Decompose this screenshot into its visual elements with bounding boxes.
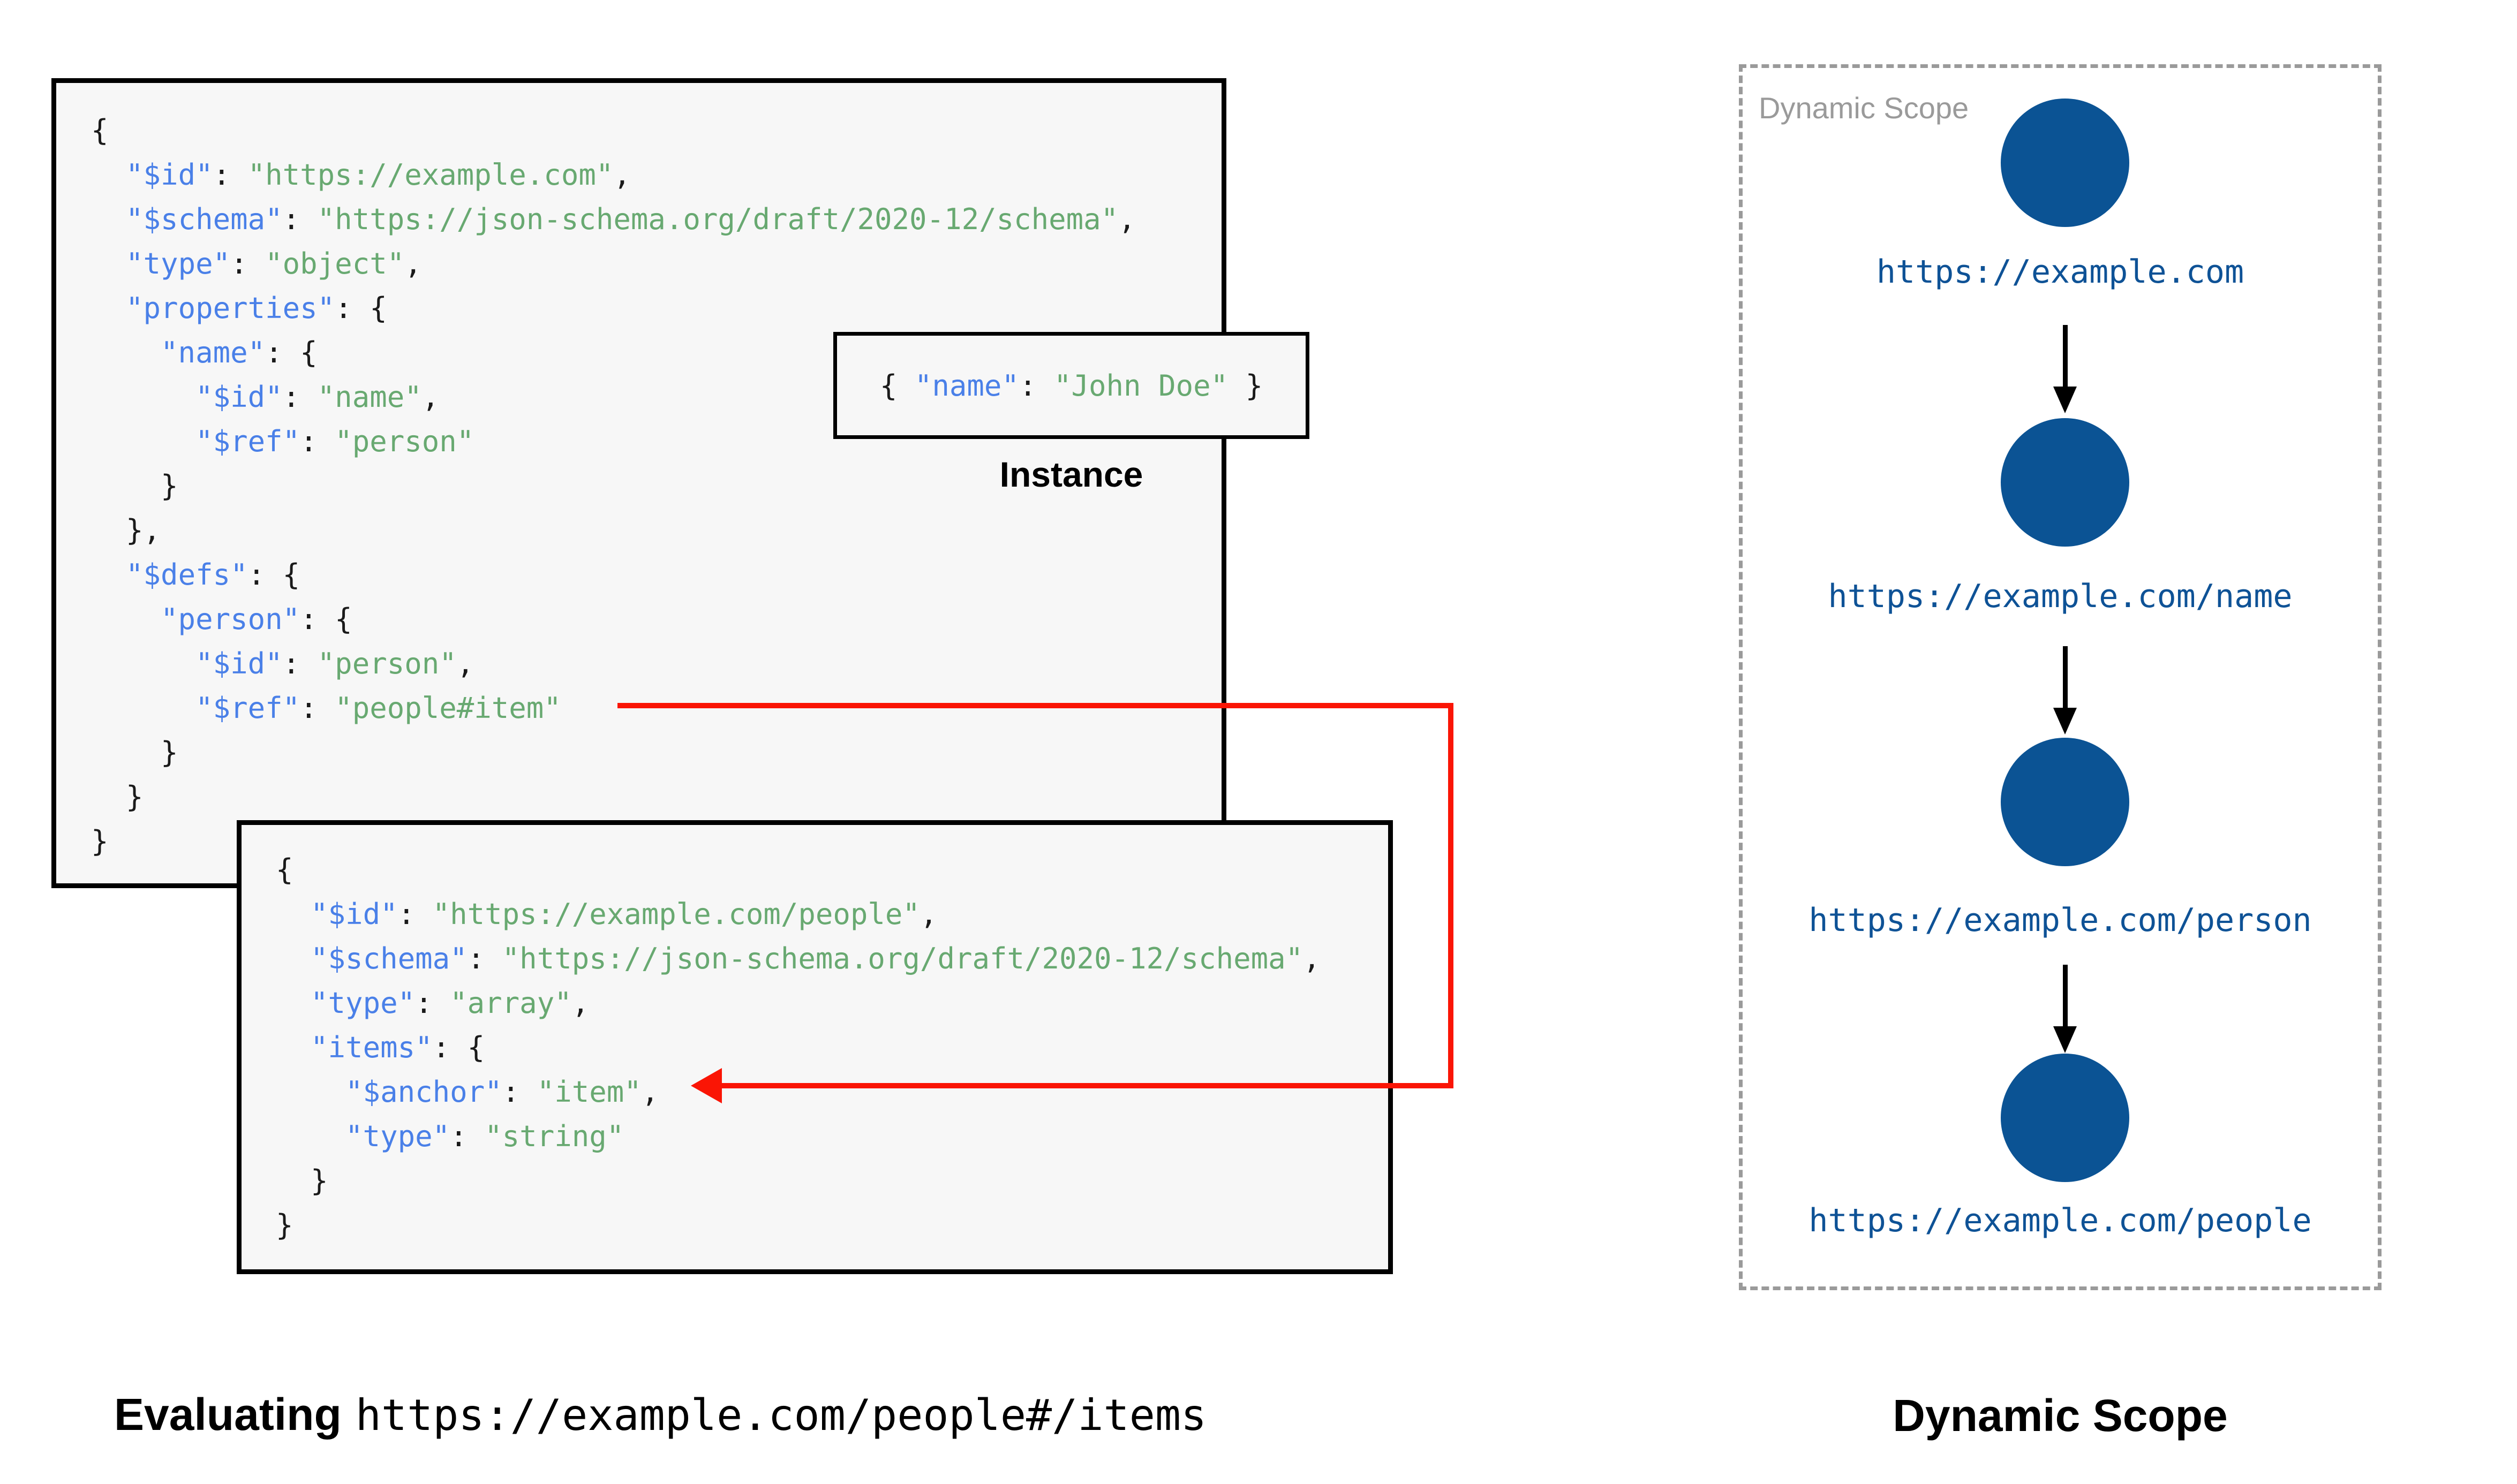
scope-node-circle [2001, 418, 2129, 547]
instance-label: Instance [999, 455, 1143, 494]
ref-connector-line-vertical [1448, 703, 1453, 1088]
ref-connector-arrowhead-icon [691, 1068, 722, 1103]
evaluating-caption: Evaluating https://example.com/people#/i… [114, 1389, 1207, 1441]
arrow-shaft [2063, 646, 2068, 709]
down-arrow-icon [2053, 325, 2077, 413]
scope-node-label: https://example.com/name [1828, 578, 2293, 615]
instance-code: { "name": "John Doe" } [879, 368, 1263, 403]
dynamic-scope-panel-label: Dynamic Scope [1759, 91, 1969, 125]
arrow-shaft [2063, 325, 2068, 388]
ref-connector-line-bottom [718, 1083, 1453, 1088]
ref-connector-line-top [617, 703, 1453, 708]
schema-block-main-code: { "$id": "https://example.com", "$schema… [91, 113, 1136, 858]
schema-block-main: { "$id": "https://example.com", "$schema… [51, 78, 1226, 888]
evaluating-uri: https://example.com/people#/items [355, 1390, 1207, 1440]
arrow-head [2053, 1026, 2077, 1053]
scope-node-label: https://example.com/person [1808, 902, 2312, 939]
scope-node-label: https://example.com [1876, 253, 2244, 291]
down-arrow-icon [2053, 965, 2077, 1053]
arrow-head [2053, 708, 2077, 735]
evaluating-label: Evaluating [114, 1389, 342, 1440]
scope-node-label: https://example.com/people [1808, 1202, 2312, 1239]
dynamic-scope-panel: Dynamic Scope https://example.com https:… [1739, 64, 2382, 1290]
arrow-shaft [2063, 965, 2068, 1028]
instance-box: { "name": "John Doe" } [833, 332, 1309, 439]
down-arrow-icon [2053, 646, 2077, 735]
schema-block-people-code: { "$id": "https://example.com/people", "… [276, 853, 1321, 1242]
dynamic-scope-caption: Dynamic Scope [1893, 1390, 2228, 1441]
scope-node-circle [2001, 1054, 2129, 1182]
arrow-head [2053, 387, 2077, 413]
scope-node-circle [2001, 738, 2129, 866]
schema-block-people: { "$id": "https://example.com/people", "… [237, 820, 1393, 1274]
scope-node-circle [2001, 99, 2129, 227]
